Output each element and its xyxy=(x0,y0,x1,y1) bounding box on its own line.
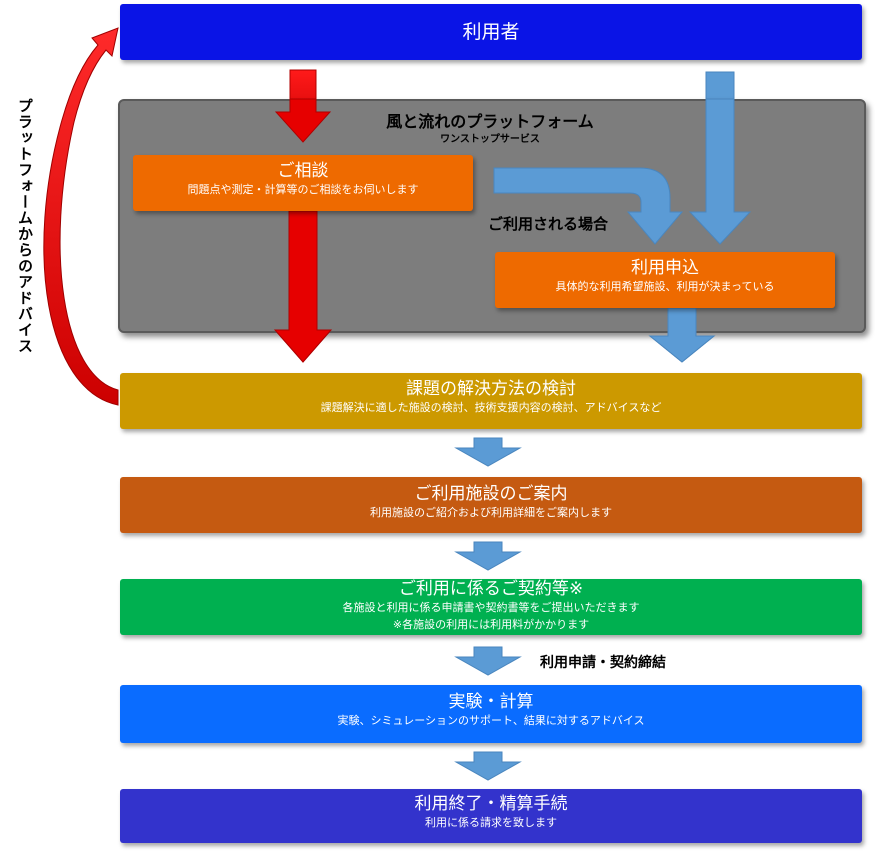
blue-curved-arrow-top xyxy=(493,167,684,245)
apply-contract-label: 利用申請・契約締結 xyxy=(540,655,666,671)
experiment-box: 実験・計算 実験、シミュレーションのサポート、結果に対するアドバイス xyxy=(120,685,862,743)
user-label: 利用者 xyxy=(462,21,520,43)
red-arrow-user-to-consult-top xyxy=(274,98,332,143)
if-use-label: ご利用される場合 xyxy=(488,215,609,233)
consult-title: ご相談 xyxy=(277,161,329,181)
guide-title: ご利用施設のご案内 xyxy=(414,484,568,504)
apply-title: 利用申込 xyxy=(631,258,699,278)
apply-box: 利用申込 具体的な利用希望施設、利用が決まっている xyxy=(495,252,835,308)
finish-title: 利用終了・精算手続 xyxy=(414,794,568,814)
consult-desc: 問題点や測定・計算等のご相談をお伺いします xyxy=(187,183,419,196)
contract-desc: 各施設と利用に係る申請書や契約書等をご提出いただきます xyxy=(342,601,640,614)
contract-title: ご利用に係るご契約等※ xyxy=(398,579,584,599)
contract-box: ご利用に係るご契約等※ 各施設と利用に係る申請書や契約書等をご提出いただきます … xyxy=(120,579,862,635)
blue-arrow-user-to-apply-top xyxy=(688,98,752,245)
experiment-desc: 実験、シミュレーションのサポート、結果に対するアドバイス xyxy=(337,714,645,727)
step-arrow-3 xyxy=(454,646,522,676)
step-arrow-1 xyxy=(454,437,522,467)
guide-desc: 利用施設のご紹介および利用詳細をご案内します xyxy=(370,506,612,519)
guide-box: ご利用施設のご案内 利用施設のご紹介および利用詳細をご案内します xyxy=(120,477,862,533)
blue-arrow-apply-to-study-top xyxy=(648,307,716,363)
step-arrow-4 xyxy=(454,751,522,781)
platform-title: 風と流れのプラットフォーム xyxy=(386,112,594,131)
finish-box: 利用終了・精算手続 利用に係る請求を致します xyxy=(120,789,862,843)
advice-curved-arrow xyxy=(43,27,119,406)
red-arrow-consult-to-study-top xyxy=(273,210,333,363)
apply-desc: 具体的な利用希望施設、利用が決まっている xyxy=(555,280,775,293)
platform-subtitle: ワンストップサービス xyxy=(440,134,540,145)
consult-box: ご相談 問題点や測定・計算等のご相談をお伺いします xyxy=(133,155,473,211)
study-box: 課題の解決方法の検討 課題解決に適した施設の検討、技術支援内容の検討、アドバイス… xyxy=(120,373,862,429)
user-box: 利用者 xyxy=(120,4,862,60)
study-desc: 課題解決に適した施設の検討、技術支援内容の検討、アドバイスなど xyxy=(320,401,662,414)
contract-note: ※各施設の利用には利用料がかかります xyxy=(392,618,590,631)
study-title: 課題の解決方法の検討 xyxy=(406,379,576,399)
advice-side-label: プラットフォームからのアドバイス xyxy=(16,98,34,354)
step-arrow-2 xyxy=(454,541,522,571)
experiment-title: 実験・計算 xyxy=(448,692,534,712)
finish-desc: 利用に係る請求を致します xyxy=(425,816,557,829)
